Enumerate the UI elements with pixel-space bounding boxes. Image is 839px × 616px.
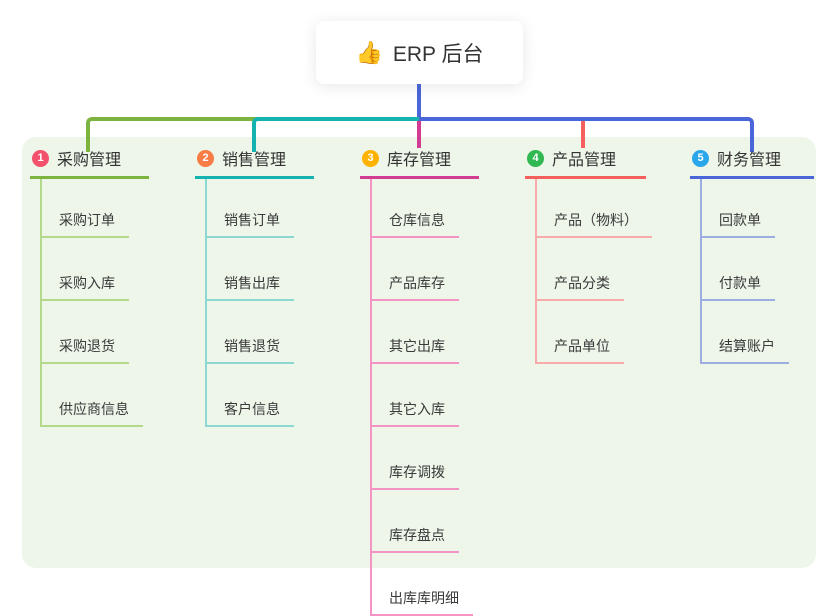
list-item-label: 库存盘点: [389, 527, 445, 543]
list-item[interactable]: 采购订单: [42, 179, 129, 238]
branch5-connector-line: [419, 117, 754, 152]
list-item[interactable]: 产品分类: [537, 238, 624, 301]
list-item-label: 产品（物料）: [554, 212, 638, 228]
list-item[interactable]: 采购入库: [42, 238, 129, 301]
branch-product-management: 4 产品管理 产品（物料） 产品分类 产品单位: [525, 146, 652, 364]
branch-node[interactable]: 4 产品管理: [525, 146, 646, 179]
list-item[interactable]: 仓库信息: [372, 179, 459, 238]
branch-number-badge: 1: [32, 149, 49, 167]
branches-background-panel: [22, 137, 816, 568]
branch-label: 采购管理: [57, 152, 122, 169]
branch1-connector-line: [86, 117, 258, 152]
list-item[interactable]: 库存盘点: [372, 490, 459, 553]
list-item[interactable]: 销售退货: [207, 301, 294, 364]
branch-children: 仓库信息 产品库存 其它出库 其它入库 库存调拨 库存盘点 出库库明细: [370, 179, 473, 616]
list-item-label: 客户信息: [224, 401, 280, 417]
branch-label: 库存管理: [387, 152, 452, 169]
root-connector-line: [417, 84, 421, 119]
list-item[interactable]: 结算账户: [702, 301, 789, 364]
branch-node[interactable]: 3 库存管理: [360, 146, 479, 179]
list-item-label: 产品库存: [389, 275, 445, 291]
branch3-connector-line: [417, 121, 421, 148]
branch2-connector-line: [252, 117, 423, 152]
list-item-label: 采购入库: [59, 275, 115, 291]
list-item[interactable]: 付款单: [702, 238, 775, 301]
list-item-label: 采购订单: [59, 212, 115, 228]
list-item-label: 其它出库: [389, 338, 445, 354]
branch-number-badge: 2: [197, 149, 214, 167]
branch-number-badge: 4: [527, 149, 544, 167]
list-item[interactable]: 其它出库: [372, 301, 459, 364]
list-item[interactable]: 产品单位: [537, 301, 624, 364]
list-item-label: 采购退货: [59, 338, 115, 354]
branch-node[interactable]: 2 销售管理: [195, 146, 314, 179]
branch-number-badge: 5: [692, 149, 709, 167]
branch-number-badge: 3: [362, 149, 379, 167]
list-item-label: 产品分类: [554, 275, 610, 291]
branch-children: 采购订单 采购入库 采购退货 供应商信息: [40, 179, 143, 427]
branch-children: 销售订单 销售出库 销售退货 客户信息: [205, 179, 294, 427]
list-item[interactable]: 采购退货: [42, 301, 129, 364]
list-item-label: 回款单: [719, 212, 761, 228]
list-item-label: 结算账户: [719, 338, 775, 354]
branch-node[interactable]: 5 财务管理: [690, 146, 814, 179]
list-item[interactable]: 出库库明细: [372, 553, 473, 616]
list-item[interactable]: 产品库存: [372, 238, 459, 301]
list-item[interactable]: 产品（物料）: [537, 179, 652, 238]
list-item-label: 供应商信息: [59, 401, 129, 417]
list-item-label: 其它入库: [389, 401, 445, 417]
branch-sales-management: 2 销售管理 销售订单 销售出库 销售退货 客户信息: [195, 146, 314, 427]
branch-finance-management: 5 财务管理 回款单 付款单 结算账户: [690, 146, 814, 364]
list-item-label: 出库库明细: [389, 590, 459, 606]
list-item-label: 库存调拨: [389, 464, 445, 480]
thumbs-up-icon: 👍: [355, 39, 383, 65]
root-node-label: ERP 后台: [392, 42, 484, 66]
list-item[interactable]: 销售出库: [207, 238, 294, 301]
branch-inventory-management: 3 库存管理 仓库信息 产品库存 其它出库 其它入库 库存调拨 库存盘点 出库库…: [360, 146, 479, 616]
branch-label: 财务管理: [717, 152, 782, 169]
list-item-label: 仓库信息: [389, 212, 445, 228]
list-item-label: 付款单: [719, 275, 761, 291]
list-item[interactable]: 回款单: [702, 179, 775, 238]
list-item[interactable]: 库存调拨: [372, 427, 459, 490]
list-item-label: 销售退货: [224, 338, 280, 354]
mindmap-canvas: { "root": { "icon": "👍", "label": "ERP 后…: [22, 21, 816, 616]
branch-children: 回款单 付款单 结算账户: [700, 179, 789, 364]
branch-label: 产品管理: [552, 152, 617, 169]
branch-node[interactable]: 1 采购管理: [30, 146, 149, 179]
branch-purchase-management: 1 采购管理 采购订单 采购入库 采购退货 供应商信息: [30, 146, 149, 427]
list-item[interactable]: 供应商信息: [42, 364, 143, 427]
list-item[interactable]: 销售订单: [207, 179, 294, 238]
list-item[interactable]: 其它入库: [372, 364, 459, 427]
list-item-label: 产品单位: [554, 338, 610, 354]
list-item[interactable]: 客户信息: [207, 364, 294, 427]
branch-children: 产品（物料） 产品分类 产品单位: [535, 179, 652, 364]
branch4-connector-line: [581, 121, 585, 148]
list-item-label: 销售出库: [224, 275, 280, 291]
branch-label: 销售管理: [222, 152, 287, 169]
list-item-label: 销售订单: [224, 212, 280, 228]
root-node[interactable]: 👍 ERP 后台: [316, 21, 523, 84]
